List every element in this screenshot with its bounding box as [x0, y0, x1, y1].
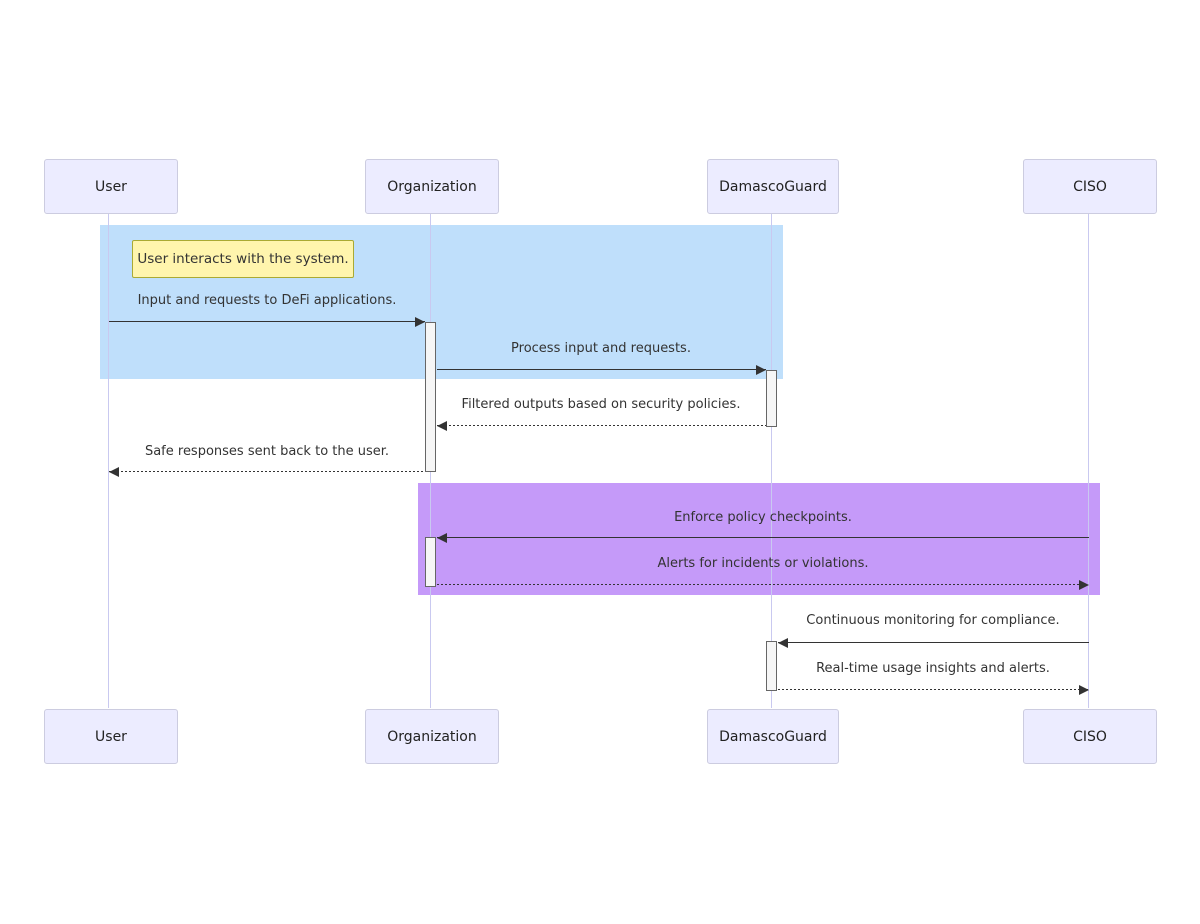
message-label: Input and requests to DeFi applications. — [137, 293, 397, 308]
message-arrow-dashed — [437, 425, 766, 426]
actor-label: CISO — [1073, 728, 1107, 745]
actor-label: User — [95, 178, 127, 195]
message-arrow-solid — [437, 369, 766, 370]
actor-label: CISO — [1073, 178, 1107, 195]
message-arrow-dashed — [109, 471, 425, 472]
message-arrow-solid — [437, 537, 1089, 538]
lifeline-ciso — [1088, 214, 1089, 708]
actor-label: Organization — [387, 178, 477, 195]
message-label: Filtered outputs based on security polic… — [461, 397, 741, 412]
lifeline-damascoguard — [771, 214, 772, 708]
message-arrow-solid — [778, 642, 1089, 643]
message-arrow-dashed — [437, 584, 1089, 585]
actor-label: DamascoGuard — [719, 178, 827, 195]
activation-bar-damascoguard-1 — [766, 370, 777, 427]
arrowhead-left-icon — [109, 467, 119, 477]
actor-box-organization-top: Organization — [365, 159, 499, 214]
actor-box-user-top: User — [44, 159, 178, 214]
message-label: Safe responses sent back to the user. — [144, 444, 390, 459]
message-label: Real-time usage insights and alerts. — [816, 661, 1050, 676]
activation-bar-damascoguard-2 — [766, 641, 777, 691]
actor-label: DamascoGuard — [719, 728, 827, 745]
actor-box-ciso-bottom: CISO — [1023, 709, 1157, 764]
actor-label: Organization — [387, 728, 477, 745]
arrowhead-right-icon — [415, 317, 425, 327]
lifeline-user — [108, 214, 109, 708]
actor-box-damascoguard-top: DamascoGuard — [707, 159, 839, 214]
actor-box-damascoguard-bottom: DamascoGuard — [707, 709, 839, 764]
arrowhead-left-icon — [778, 638, 788, 648]
message-label: Process input and requests. — [511, 341, 691, 356]
arrowhead-right-icon — [756, 365, 766, 375]
actor-box-user-bottom: User — [44, 709, 178, 764]
message-label: Alerts for incidents or violations. — [657, 556, 869, 571]
arrowhead-left-icon — [437, 533, 447, 543]
message-arrow-dashed — [778, 689, 1089, 690]
message-label: Continuous monitoring for compliance. — [806, 613, 1060, 628]
arrowhead-right-icon — [1079, 685, 1089, 695]
actor-label: User — [95, 728, 127, 745]
arrowhead-left-icon — [437, 421, 447, 431]
note-box: User interacts with the system. — [132, 240, 354, 278]
message-label: Enforce policy checkpoints. — [674, 510, 852, 525]
activation-bar-organization-1 — [425, 322, 436, 472]
message-arrow-solid — [109, 321, 425, 322]
arrowhead-right-icon — [1079, 580, 1089, 590]
actor-box-organization-bottom: Organization — [365, 709, 499, 764]
actor-box-ciso-top: CISO — [1023, 159, 1157, 214]
activation-bar-organization-2 — [425, 537, 436, 587]
highlight-rect-purple — [418, 483, 1100, 595]
